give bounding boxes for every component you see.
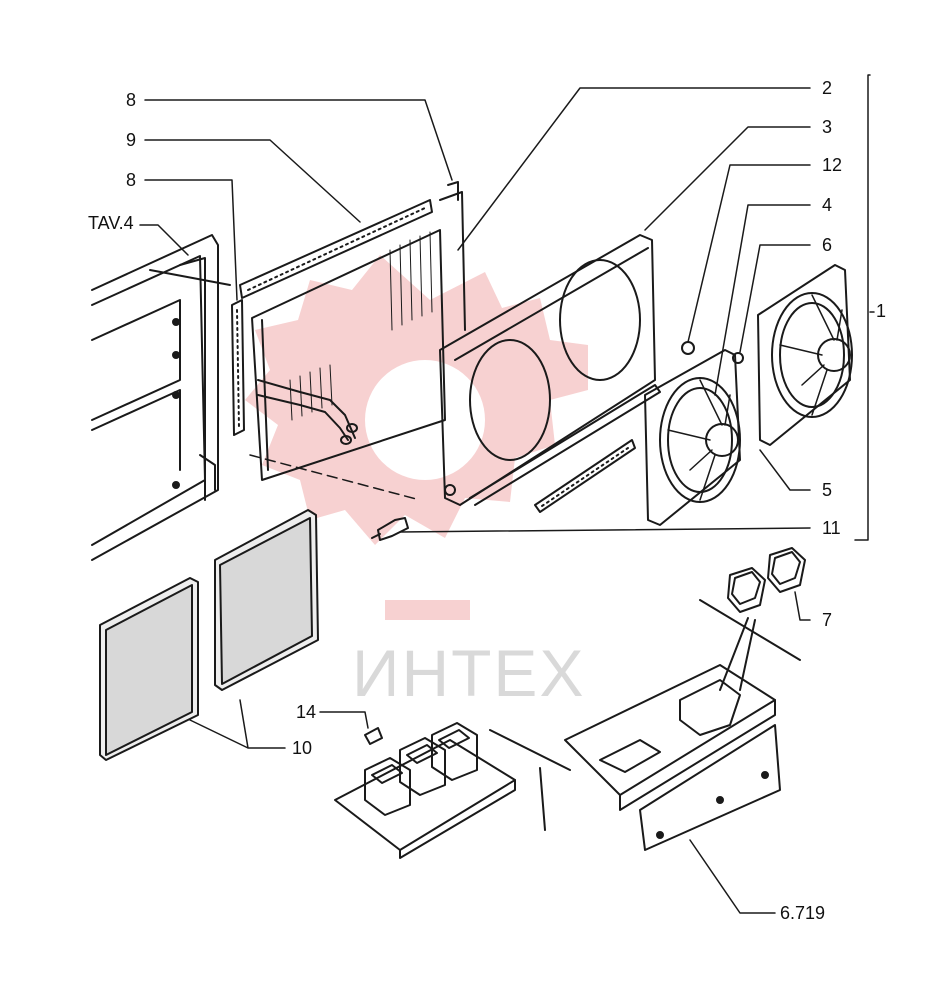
condenser-core — [251, 181, 466, 481]
seal-strip-8-left — [231, 299, 245, 436]
callout-10: 10 — [292, 738, 313, 758]
tav4-frame — [91, 234, 231, 561]
relay-7-a — [727, 567, 766, 613]
seal-strip-lower — [534, 439, 636, 513]
callout-11: 11 — [822, 518, 841, 538]
callout-6: 6 — [822, 235, 833, 255]
nut-12-icon — [681, 341, 695, 355]
filter-panel-left — [99, 577, 199, 761]
nut-6-icon — [732, 352, 744, 364]
callout-8-mid: 8 — [126, 170, 137, 190]
alignment-line — [249, 454, 421, 501]
callout-tav4: TAV.4 — [88, 213, 134, 233]
callout-7: 7 — [822, 610, 833, 630]
fan-rear — [757, 264, 853, 446]
callout-1: 1 — [876, 301, 887, 321]
callout-5: 5 — [822, 480, 833, 500]
fan-front — [644, 349, 741, 526]
electrical-bracket — [489, 664, 781, 851]
relay-leader — [699, 599, 801, 661]
callout-3: 3 — [822, 117, 833, 137]
watermark-text: ИНТЕХ — [352, 636, 586, 710]
callout-12: 12 — [822, 155, 843, 175]
clip-14 — [364, 727, 383, 745]
fan-shroud — [439, 234, 661, 506]
filter-panel-right — [214, 509, 319, 691]
callout-14: 14 — [296, 702, 317, 722]
leader-lines — [139, 74, 875, 914]
callout-8-top: 8 — [126, 90, 137, 110]
stud-11 — [371, 517, 409, 541]
callout-2: 2 — [822, 78, 833, 98]
callout-4: 4 — [822, 195, 833, 215]
callout-9: 9 — [126, 130, 137, 150]
callout-6719: 6.719 — [780, 903, 826, 923]
relay-7-b — [767, 547, 806, 593]
relay-board — [334, 722, 516, 859]
seal-strip-9 — [239, 199, 433, 299]
